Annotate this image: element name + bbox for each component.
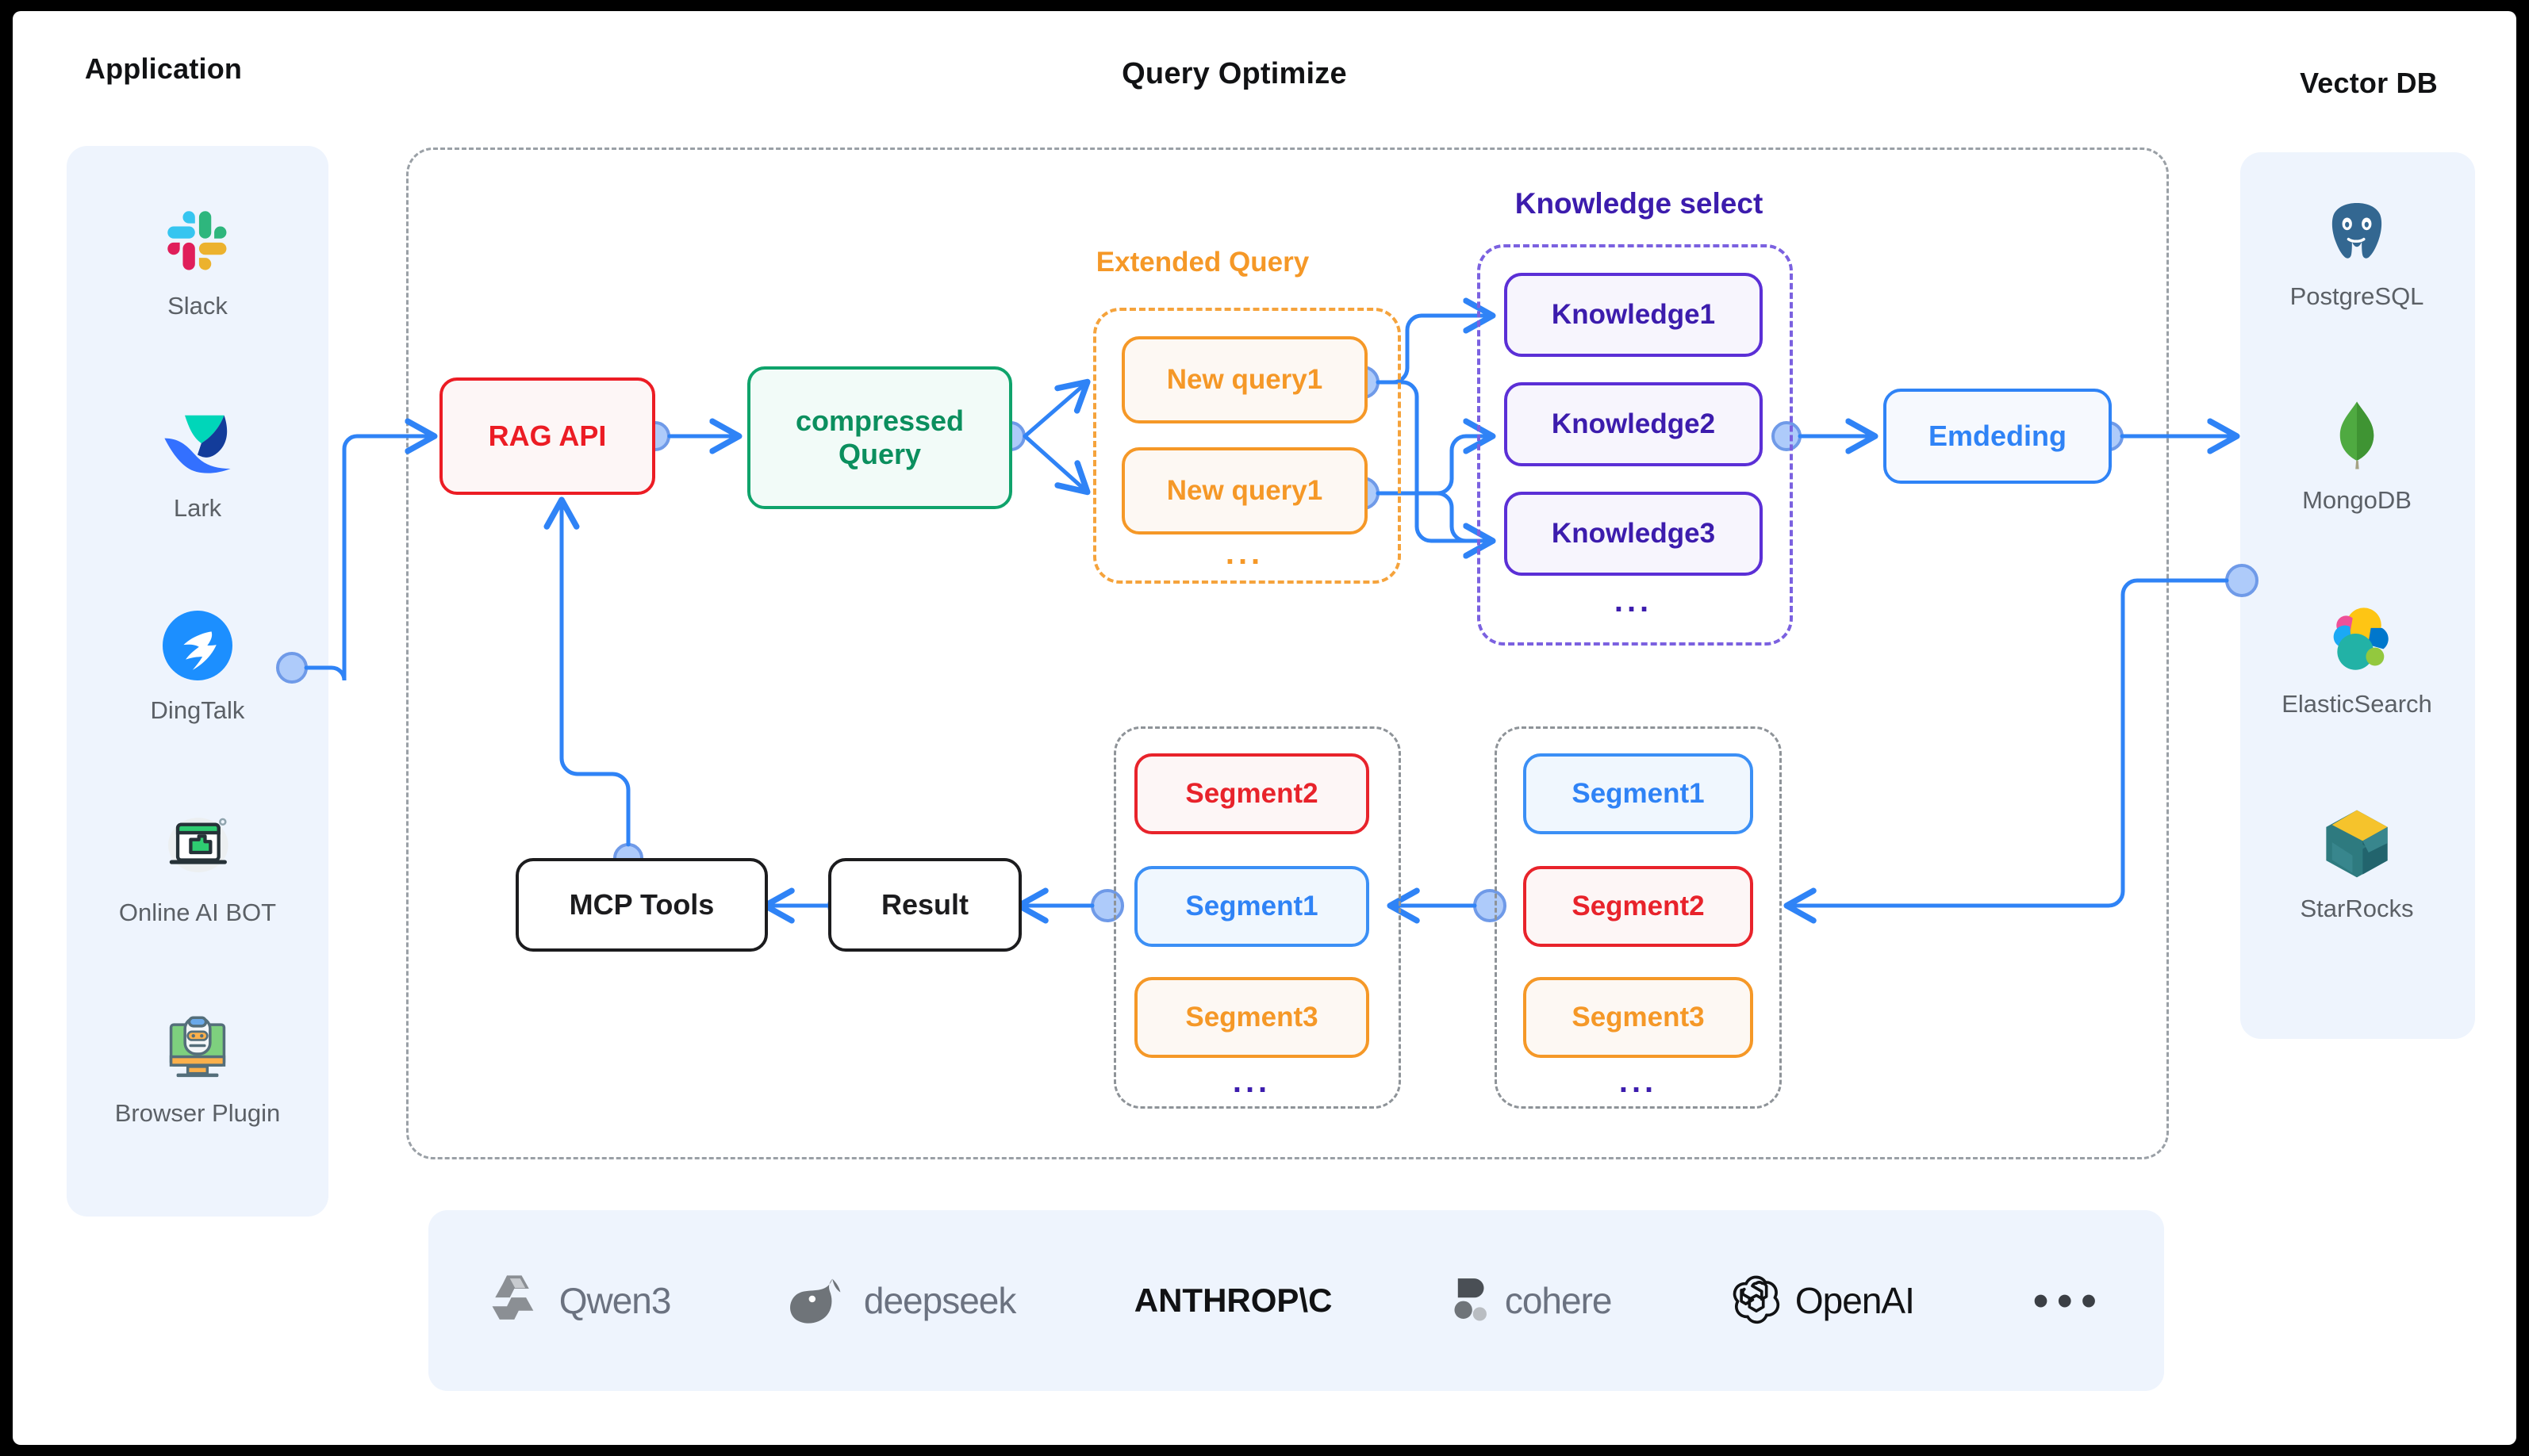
db-label: StarRocks [2300,895,2414,922]
node-mcp-tools[interactable]: MCP Tools [516,858,768,952]
cohere-icon [1451,1274,1492,1328]
node-segment2-left[interactable]: Segment2 [1134,753,1369,834]
node-segment3-left[interactable]: Segment3 [1134,977,1369,1058]
app-item-lark[interactable]: Lark [110,404,285,523]
column-heading-application: Application [84,52,243,85]
extended-query-more: ... [1225,536,1264,571]
node-result[interactable]: Result [828,858,1022,952]
app-label: DingTalk [150,696,245,724]
qwen-icon [488,1270,547,1332]
db-label: PostgreSQL [2289,282,2424,310]
dingtalk-icon [110,606,285,685]
mongodb-icon [2270,396,2444,475]
db-label: ElasticSearch [2281,690,2432,718]
segments-left-group [1114,726,1401,1109]
app-label: Browser Plugin [114,1099,281,1127]
db-item-elasticsearch[interactable]: ElasticSearch [2270,600,2444,718]
app-label: Lark [173,494,222,522]
model-qwen3[interactable]: Qwen3 [488,1270,671,1332]
db-item-starrocks[interactable]: StarRocks [2270,804,2444,923]
app-item-online-ai-bot[interactable]: Online AI BOT [110,808,285,927]
online-ai-bot-icon [110,808,285,887]
node-rag-api[interactable]: RAG API [439,377,655,495]
node-new-query-1[interactable]: New query1 [1122,336,1368,423]
extended-query-group [1093,308,1401,584]
model-label: deepseek [863,1280,1016,1321]
db-label: MongoDB [2302,486,2412,514]
group-title-knowledge-select: Knowledge select [1514,187,1763,220]
node-knowledge-2[interactable]: Knowledge2 [1504,382,1763,466]
model-label: Qwen3 [558,1280,672,1321]
node-new-query-2[interactable]: New query1 [1122,447,1368,535]
app-label: Slack [167,292,228,320]
segments-right-more: ... [1618,1064,1658,1099]
model-label: OpenAI [1794,1280,1915,1321]
node-segment3-right[interactable]: Segment3 [1523,977,1753,1058]
node-segment2-right[interactable]: Segment2 [1523,866,1753,947]
anthropic-wordmark: ANTHROP\C [1134,1282,1333,1319]
node-segment1-right[interactable]: Segment1 [1523,753,1753,834]
knowledge-select-group [1477,244,1793,646]
slack-icon [110,201,285,281]
model-provider-bar: Qwen3 deepseek ANTHROP\C [428,1210,2164,1391]
model-cohere[interactable]: cohere [1451,1274,1612,1328]
vector-db-panel [2240,152,2475,1039]
column-heading-vector-db: Vector DB [2300,67,2438,99]
node-embedding[interactable]: Emdeding [1883,389,2112,484]
app-item-slack[interactable]: Slack [110,201,285,320]
model-deepseek[interactable]: deepseek [789,1274,1016,1328]
model-openai[interactable]: OpenAI [1730,1273,1915,1329]
openai-icon [1730,1273,1783,1329]
node-knowledge-3[interactable]: Knowledge3 [1504,492,1763,576]
db-item-mongodb[interactable]: MongoDB [2270,396,2444,515]
segments-right-group [1495,726,1782,1109]
node-knowledge-1[interactable]: Knowledge1 [1504,273,1763,357]
lark-icon [110,404,285,483]
node-segment1-left[interactable]: Segment1 [1134,866,1369,947]
model-anthropic[interactable]: ANTHROP\C [1134,1282,1333,1320]
diagram-page: Application Query Optimize Vector DB Sla… [13,11,2516,1445]
segments-left-more: ... [1232,1064,1272,1099]
more-dots-icon: ••• [2032,1274,2105,1327]
group-title-extended-query: Extended Query [1096,247,1310,278]
db-item-postgresql[interactable]: PostgreSQL [2270,192,2444,311]
column-heading-query-optimize: Query Optimize [1122,57,1347,90]
postgresql-icon [2270,192,2444,271]
app-item-browser-plugin[interactable]: Browser Plugin [110,1009,285,1128]
knowledge-select-more: ... [1614,584,1653,619]
browser-plugin-icon [110,1009,285,1088]
elasticsearch-icon [2270,600,2444,679]
app-item-dingtalk[interactable]: DingTalk [110,606,285,725]
deepseek-icon [789,1274,851,1328]
app-label: Online AI BOT [118,899,277,926]
node-compressed-query[interactable]: compressed Query [747,366,1012,509]
model-label: cohere [1504,1280,1613,1321]
model-more[interactable]: ••• [2032,1274,2105,1327]
starrocks-icon [2270,804,2444,883]
